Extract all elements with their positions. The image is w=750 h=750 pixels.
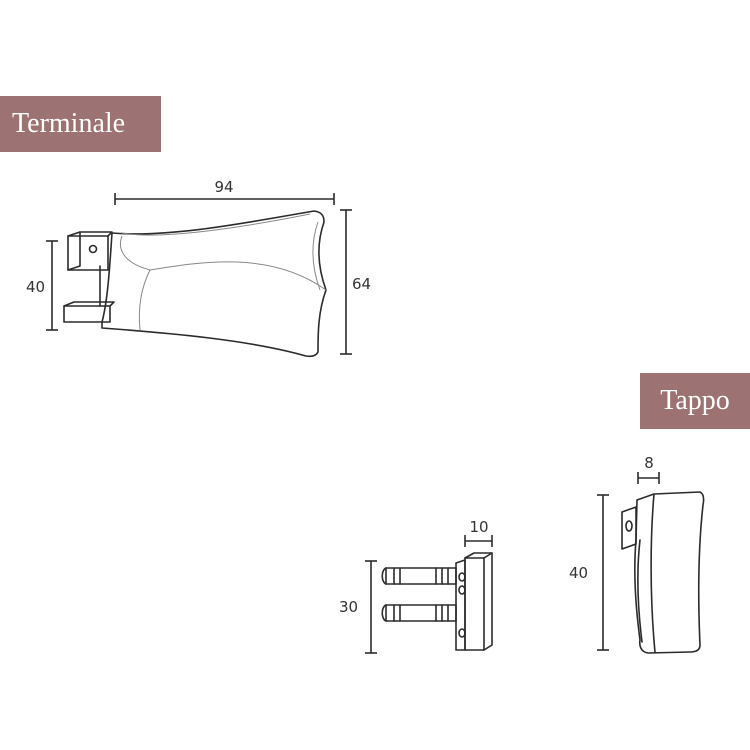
dim-pin-spacing: 30: [339, 560, 377, 654]
dim-terminale-height: 64: [340, 209, 371, 355]
dim-tappo-depth: 8: [637, 454, 660, 484]
dim-tappo-depth-text: 8: [644, 454, 654, 472]
dim-terminale-bracket: 40: [26, 240, 58, 331]
dim-terminale-height-text: 64: [352, 275, 371, 293]
pin-plate: [455, 552, 493, 651]
dim-terminale-bracket-text: 40: [26, 278, 45, 296]
dim-pin-width-text: 10: [469, 518, 488, 536]
dim-terminale-width-text: 94: [214, 178, 233, 196]
dim-tappo-height-text: 40: [569, 564, 588, 582]
pin-lower: [381, 604, 457, 622]
dim-pin-spacing-text: 30: [339, 598, 358, 616]
tappo-body: [621, 491, 705, 654]
pin-drawing: 10 30: [339, 518, 493, 654]
pin-upper: [381, 567, 457, 585]
terminale-drawing: 94 64 40: [26, 178, 371, 358]
dim-pin-width: 10: [464, 518, 493, 547]
tappo-drawing: 8 40: [569, 454, 705, 654]
dim-terminale-width: 94: [114, 178, 335, 205]
terminale-body: [63, 210, 327, 358]
dim-tappo-height: 40: [569, 494, 609, 651]
tappo-label: Tappo: [640, 373, 750, 429]
terminale-label: Terminale: [0, 96, 161, 152]
